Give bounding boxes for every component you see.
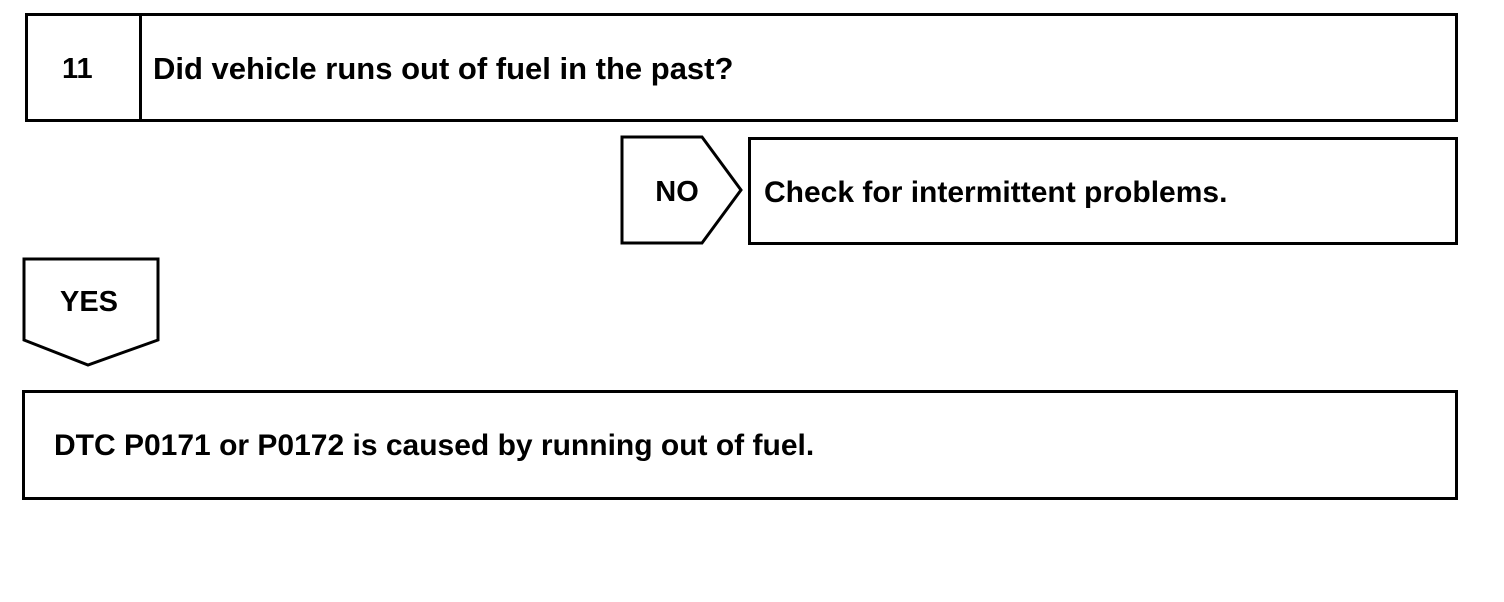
no-label: NO: [655, 176, 699, 208]
yes-label: YES: [60, 286, 118, 318]
no-result-text: Check for intermittent problems.: [764, 176, 1228, 209]
step-question-box: 11 Did vehicle runs out of fuel in the p…: [25, 13, 1458, 122]
yes-arrow: YES: [22, 257, 160, 367]
step-number: 11: [62, 53, 93, 85]
step-number-divider: [139, 16, 142, 119]
yes-result-box: DTC P0171 or P0172 is caused by running …: [22, 390, 1458, 500]
yes-result-text: DTC P0171 or P0172 is caused by running …: [54, 429, 815, 462]
step-question-text: Did vehicle runs out of fuel in the past…: [153, 51, 734, 86]
no-arrow: NO: [620, 135, 743, 245]
no-result-box: Check for intermittent problems.: [748, 137, 1458, 245]
